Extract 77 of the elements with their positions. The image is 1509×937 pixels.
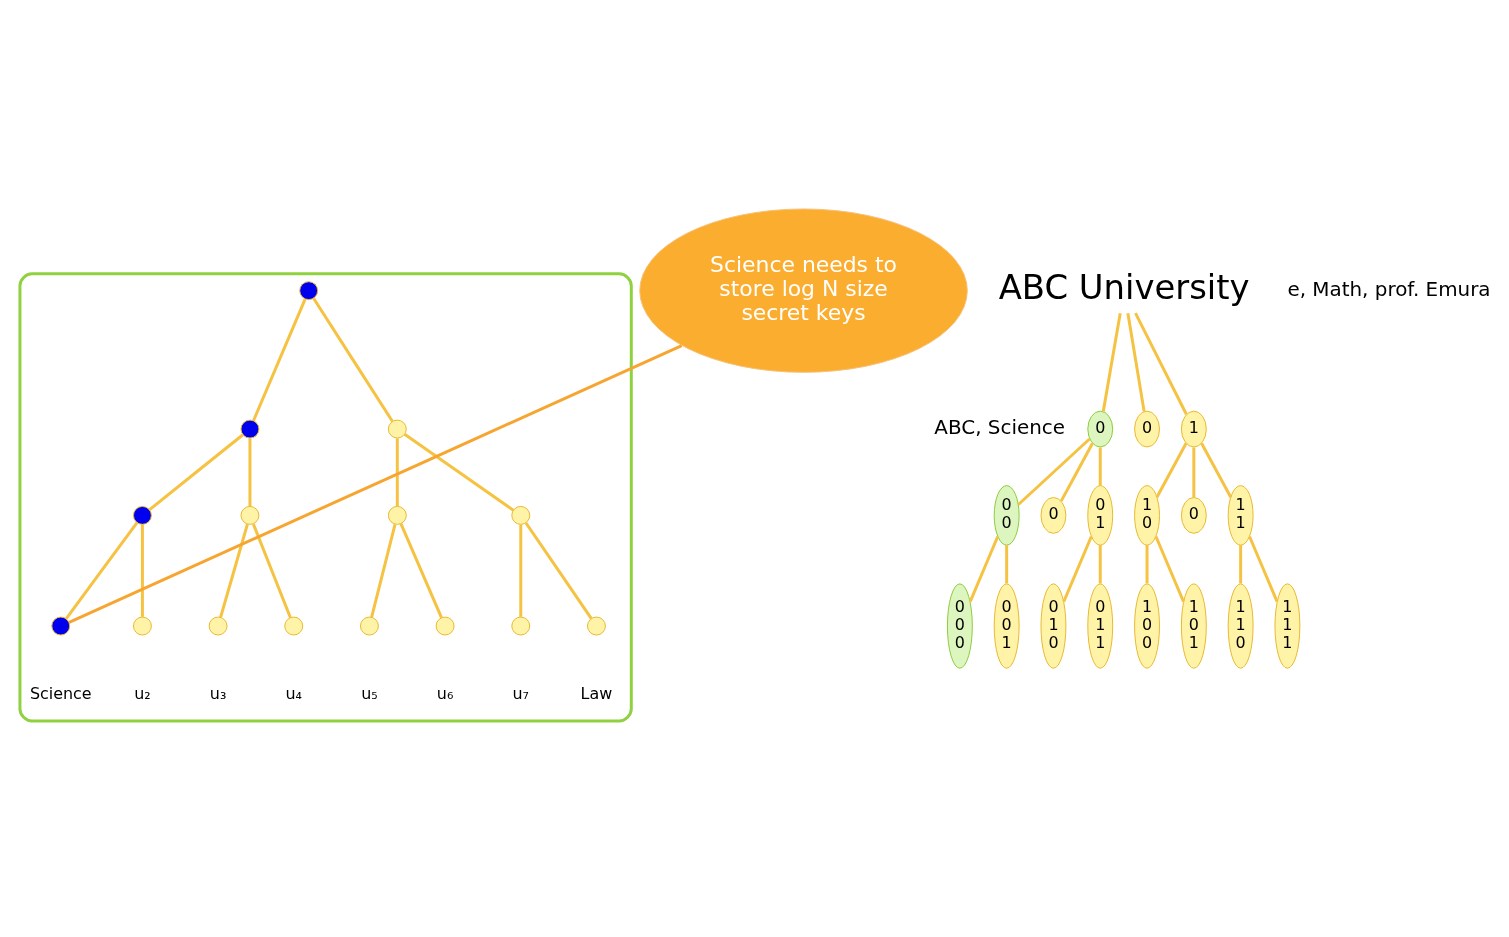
node-label: u₆ bbox=[436, 683, 454, 703]
connector bbox=[65, 521, 139, 619]
node-ellipse: 0 1 1 bbox=[1087, 582, 1114, 669]
node-ellipse: 1 1 1 bbox=[1274, 582, 1301, 669]
node-label: u₃ bbox=[209, 683, 227, 703]
node-circle bbox=[435, 616, 455, 635]
connector bbox=[1062, 535, 1093, 602]
node-circle bbox=[240, 505, 260, 525]
node-label: Law bbox=[580, 683, 613, 703]
node-ellipse: 0 bbox=[1040, 496, 1067, 534]
connector bbox=[1126, 312, 1146, 412]
node-circle bbox=[240, 419, 260, 439]
node-label: u₄ bbox=[285, 683, 302, 703]
connector bbox=[219, 523, 249, 618]
node-ellipse: 1 1 0 bbox=[1227, 582, 1254, 669]
connector bbox=[524, 521, 593, 619]
connector bbox=[140, 523, 144, 617]
label: e, Math, prof. Emura bbox=[1287, 277, 1491, 301]
node-ellipse: 0 1 0 bbox=[1040, 582, 1067, 669]
cluster bbox=[18, 271, 633, 723]
node-circle bbox=[387, 419, 407, 439]
connector bbox=[403, 432, 515, 511]
connector bbox=[1145, 544, 1149, 583]
node-circle bbox=[587, 616, 606, 635]
node-ellipse: 1 0 1 bbox=[1180, 582, 1207, 669]
connector bbox=[1154, 535, 1185, 602]
node-ellipse: 1 bbox=[1180, 410, 1207, 447]
node-text: ABC University bbox=[998, 267, 1250, 307]
connector bbox=[248, 437, 252, 506]
node-ellipse: 1 1 bbox=[1227, 484, 1254, 546]
connector bbox=[1192, 446, 1196, 497]
connector bbox=[252, 523, 292, 618]
node-label: ABC, Science bbox=[934, 415, 1066, 439]
node-ellipse: Science needs to store log N size secret keys bbox=[639, 207, 968, 373]
connector bbox=[1059, 442, 1094, 502]
connector bbox=[1101, 312, 1122, 412]
node-circle bbox=[51, 616, 71, 635]
node-circle bbox=[208, 616, 228, 635]
node-ellipse: 1 0 bbox=[1134, 484, 1160, 546]
node-circle bbox=[511, 616, 531, 635]
connector bbox=[68, 343, 683, 624]
connector bbox=[1098, 446, 1102, 486]
node-ellipse: 0 0 bbox=[993, 484, 1020, 546]
node-circle bbox=[284, 616, 304, 635]
node-ellipse: 0 bbox=[1087, 410, 1114, 447]
node-ellipse: 1 0 0 bbox=[1134, 582, 1160, 669]
connector bbox=[1017, 437, 1091, 506]
node-circle bbox=[299, 280, 319, 300]
node-circle bbox=[132, 505, 152, 525]
connector bbox=[968, 535, 1000, 602]
connector bbox=[1155, 442, 1188, 498]
node-circle bbox=[511, 505, 531, 525]
node-label: u₅ bbox=[361, 683, 378, 703]
connector bbox=[1098, 544, 1102, 583]
node-label: Science bbox=[29, 683, 92, 703]
node-label: u₇ bbox=[512, 683, 530, 703]
node-ellipse: 0 1 bbox=[1087, 484, 1114, 546]
connector bbox=[312, 297, 394, 422]
connector bbox=[1248, 535, 1279, 602]
connector bbox=[399, 522, 443, 618]
connector bbox=[395, 437, 399, 506]
connector bbox=[148, 433, 244, 511]
connector bbox=[1200, 442, 1233, 498]
connector bbox=[1005, 544, 1009, 583]
node-circle bbox=[359, 616, 379, 635]
node-circle bbox=[132, 616, 152, 635]
connector bbox=[1134, 312, 1188, 415]
node-label: u₂ bbox=[134, 683, 151, 703]
connector bbox=[370, 523, 397, 618]
node-ellipse: 0 0 0 bbox=[946, 582, 973, 669]
node-circle bbox=[387, 505, 407, 525]
node-ellipse: 0 bbox=[1180, 496, 1207, 534]
connector bbox=[1239, 544, 1243, 583]
connector bbox=[519, 523, 523, 617]
node-ellipse: 0 bbox=[1134, 410, 1160, 447]
connector bbox=[252, 298, 307, 421]
node-ellipse: 0 0 1 bbox=[993, 582, 1020, 669]
